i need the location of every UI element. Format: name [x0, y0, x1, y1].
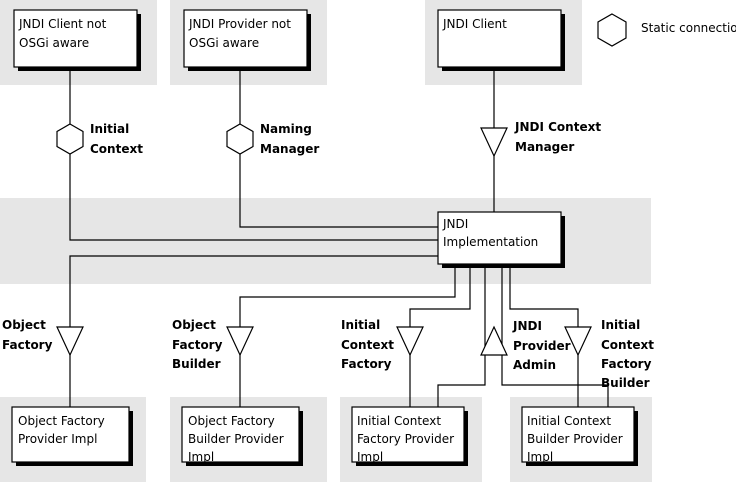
wire-provider-not-osgi [239, 70, 438, 228]
label-naming-manager: Naming Manager [260, 122, 319, 156]
box-object-factory-provider-impl-text: Object Factory Provider Impl [18, 414, 109, 446]
box-jndi-implementation: JNDI Implementation [437, 211, 565, 268]
box-jndi-provider-not-osgi: JNDI Provider not OSGi aware [183, 9, 311, 71]
triangle-down-icon [396, 326, 424, 357]
wire-object-factory [69, 255, 438, 407]
wire-provider-admin-right [501, 264, 609, 407]
box-jndi-provider-not-osgi-text: JNDI Provider not OSGi aware [188, 17, 295, 50]
box-jndi-client: JNDI Client [437, 9, 565, 71]
label-object-factory: Object Factory [2, 318, 53, 352]
label-jndi-provider-admin: JNDI Provider Admin [512, 319, 575, 372]
box-jndi-client-not-osgi-text: JNDI Client not OSGi aware [18, 17, 110, 50]
wire-initial-context-factory-builder [509, 264, 579, 407]
label-initial-context: Initial Context [90, 122, 143, 156]
box-jndi-implementation-text: JNDI Implementation [442, 217, 538, 249]
hexagon-icon [56, 123, 84, 155]
hexagon-icon [226, 123, 254, 155]
label-initial-context-factory: Initial Context Factory [341, 318, 398, 371]
triangle-down-icon [226, 326, 254, 357]
wire-initial-context-factory [409, 264, 471, 407]
legend: Static connection [597, 13, 736, 47]
triangle-down-icon [480, 127, 508, 158]
box-object-factory-builder-provider-impl: Object Factory Builder Provider Impl [181, 406, 303, 466]
box-object-factory-provider-impl: Object Factory Provider Impl [11, 406, 133, 466]
box-jndi-client-not-osgi: JNDI Client not OSGi aware [13, 9, 141, 71]
label-object-factory-builder: Object Factory Builder [172, 318, 227, 371]
label-jndi-context-manager: JNDI Context Manager [514, 120, 605, 154]
box-initial-context-builder-provider-impl-text: Initial Context Builder Provider Impl [527, 414, 627, 464]
triangle-down-icon [56, 326, 84, 357]
box-initial-context-builder-provider-impl: Initial Context Builder Provider Impl [521, 406, 638, 466]
box-initial-context-factory-provider-impl: Initial Context Factory Provider Impl [351, 406, 468, 466]
triangle-down-icon [564, 326, 592, 357]
box-object-factory-builder-provider-impl-text: Object Factory Builder Provider Impl [188, 414, 288, 464]
box-jndi-client-text: JNDI Client [442, 17, 507, 31]
wire-object-factory-builder [239, 264, 456, 407]
triangle-up-icon [480, 325, 508, 356]
legend-hexagon-icon [597, 13, 627, 47]
label-initial-context-factory-builder: Initial Context Factory Builder [601, 318, 658, 390]
wire-provider-admin-left [437, 264, 486, 407]
legend-label: Static connection [641, 21, 736, 35]
box-initial-context-factory-provider-impl-text: Initial Context Factory Provider Impl [357, 414, 458, 464]
